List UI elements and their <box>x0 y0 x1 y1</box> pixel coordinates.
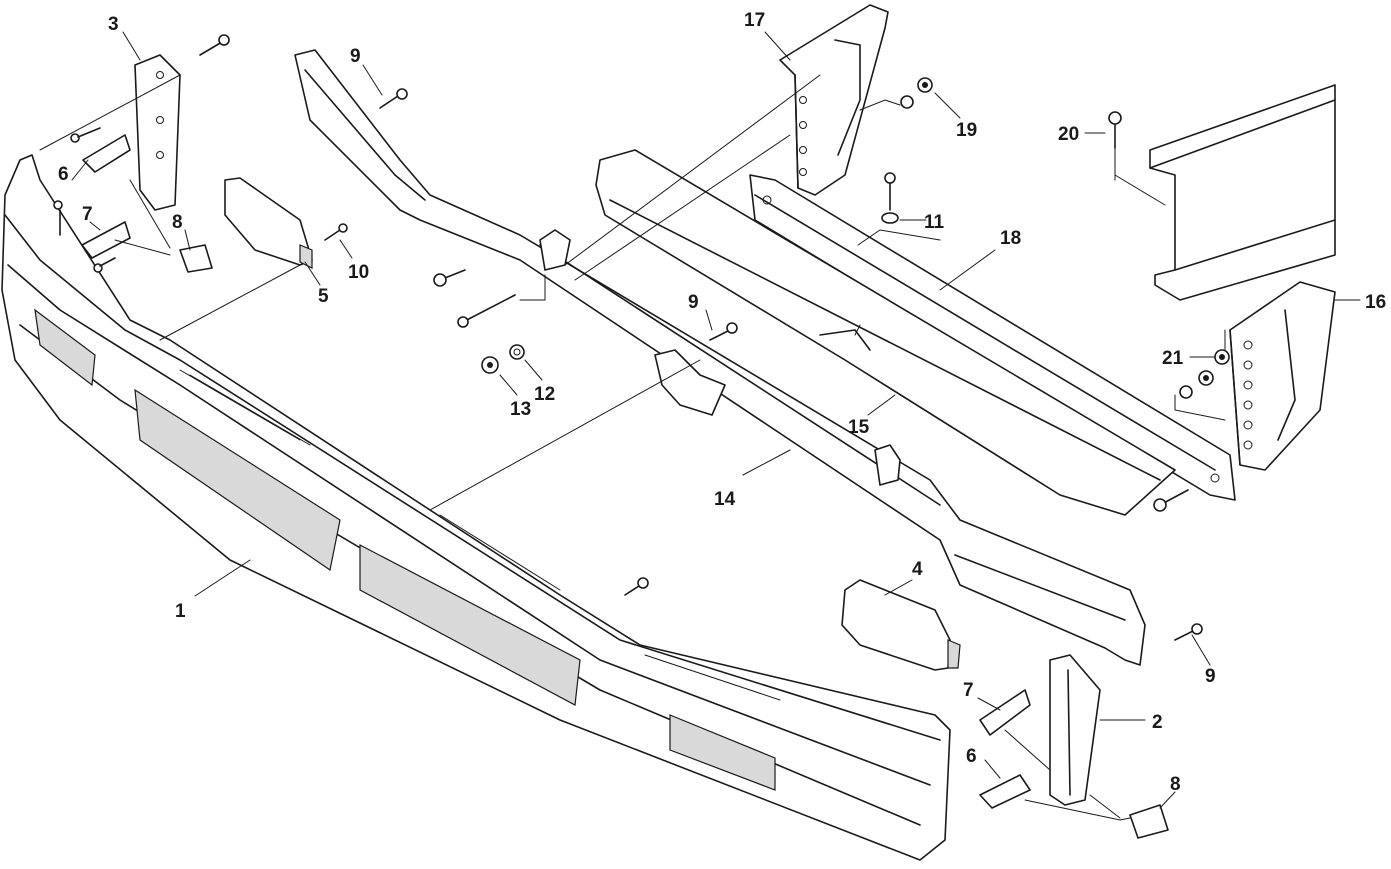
callout-6-left: 6 <box>58 164 69 185</box>
callout-11: 11 <box>924 212 945 233</box>
callout-14: 14 <box>714 489 736 510</box>
callout-9-top: 9 <box>350 46 361 67</box>
callout-labels: 1 2 3 4 5 6 6 7 7 8 8 9 9 9 10 11 12 13 … <box>58 10 1386 795</box>
callout-10: 10 <box>348 262 369 283</box>
callout-15: 15 <box>848 417 870 438</box>
callout-2: 2 <box>1152 712 1163 733</box>
callout-13: 13 <box>510 399 531 420</box>
part-18-reinforcement-bar <box>749 174 1236 501</box>
fasteners <box>53 34 1230 641</box>
frame-rail <box>1149 84 1336 301</box>
callout-5: 5 <box>318 286 329 307</box>
callout-8-right: 8 <box>1170 774 1181 795</box>
part-4-lamp-cover-right <box>841 579 961 671</box>
callout-6-right: 6 <box>966 746 977 767</box>
callout-21: 21 <box>1162 348 1184 369</box>
callout-9-middle: 9 <box>688 292 699 313</box>
callout-8-left: 8 <box>172 212 183 233</box>
callout-17: 17 <box>744 10 765 31</box>
part-1-bumper-face <box>1 154 951 861</box>
part-14-reinforcement-beam <box>294 49 1146 666</box>
callout-1: 1 <box>175 601 186 622</box>
callout-3: 3 <box>108 14 119 35</box>
callout-7-left: 7 <box>82 204 93 225</box>
callout-20: 20 <box>1058 124 1079 145</box>
part-5-lamp-cover-left <box>224 177 313 269</box>
callout-4: 4 <box>912 559 923 580</box>
callout-7-right: 7 <box>963 680 974 701</box>
part-16-right-bracket <box>1229 281 1336 471</box>
callout-19: 19 <box>956 120 977 141</box>
part-17-left-bracket <box>779 4 889 196</box>
part-15-skid-plate <box>595 149 1176 516</box>
callout-18: 18 <box>1000 228 1021 249</box>
part-2-bracket-right <box>1049 654 1101 806</box>
part-3-bracket-left <box>134 54 181 211</box>
callout-leaders <box>71 31 1361 809</box>
callout-12: 12 <box>534 384 555 405</box>
small-brackets <box>81 134 1169 839</box>
assembly-lines <box>39 74 1226 821</box>
callout-9-right: 9 <box>1205 666 1216 687</box>
callout-16: 16 <box>1365 292 1386 313</box>
